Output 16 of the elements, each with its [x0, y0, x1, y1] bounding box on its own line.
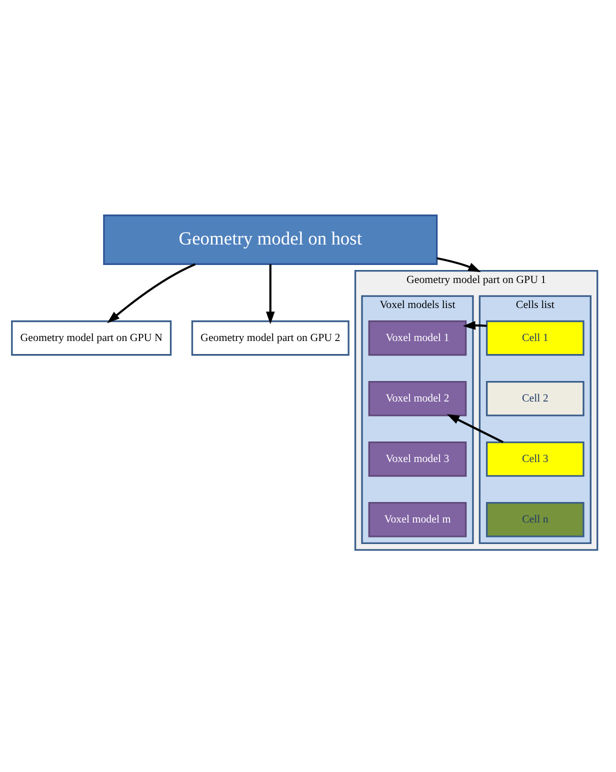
node-box: Voxel model 3: [368, 441, 467, 477]
node-box: Geometry model part on GPU N: [11, 320, 172, 356]
node-box: Cell 3: [486, 441, 584, 477]
arrow: [436, 257, 481, 272]
node-box: Cell n: [486, 502, 584, 538]
node-box: Cell 2: [486, 380, 584, 416]
arrow: [266, 264, 275, 324]
node-box: Cell 1: [486, 320, 584, 356]
node-box: Voxel model 2: [368, 380, 467, 416]
node-box: Voxel model 1: [368, 320, 467, 356]
arrow: [446, 414, 504, 444]
node-box: Geometry model part on GPU 2: [191, 320, 350, 356]
node-box: Geometry model on host: [103, 214, 438, 265]
arrow: [107, 263, 196, 324]
arrow: [462, 321, 487, 330]
node-box: Voxel model m: [368, 502, 467, 538]
